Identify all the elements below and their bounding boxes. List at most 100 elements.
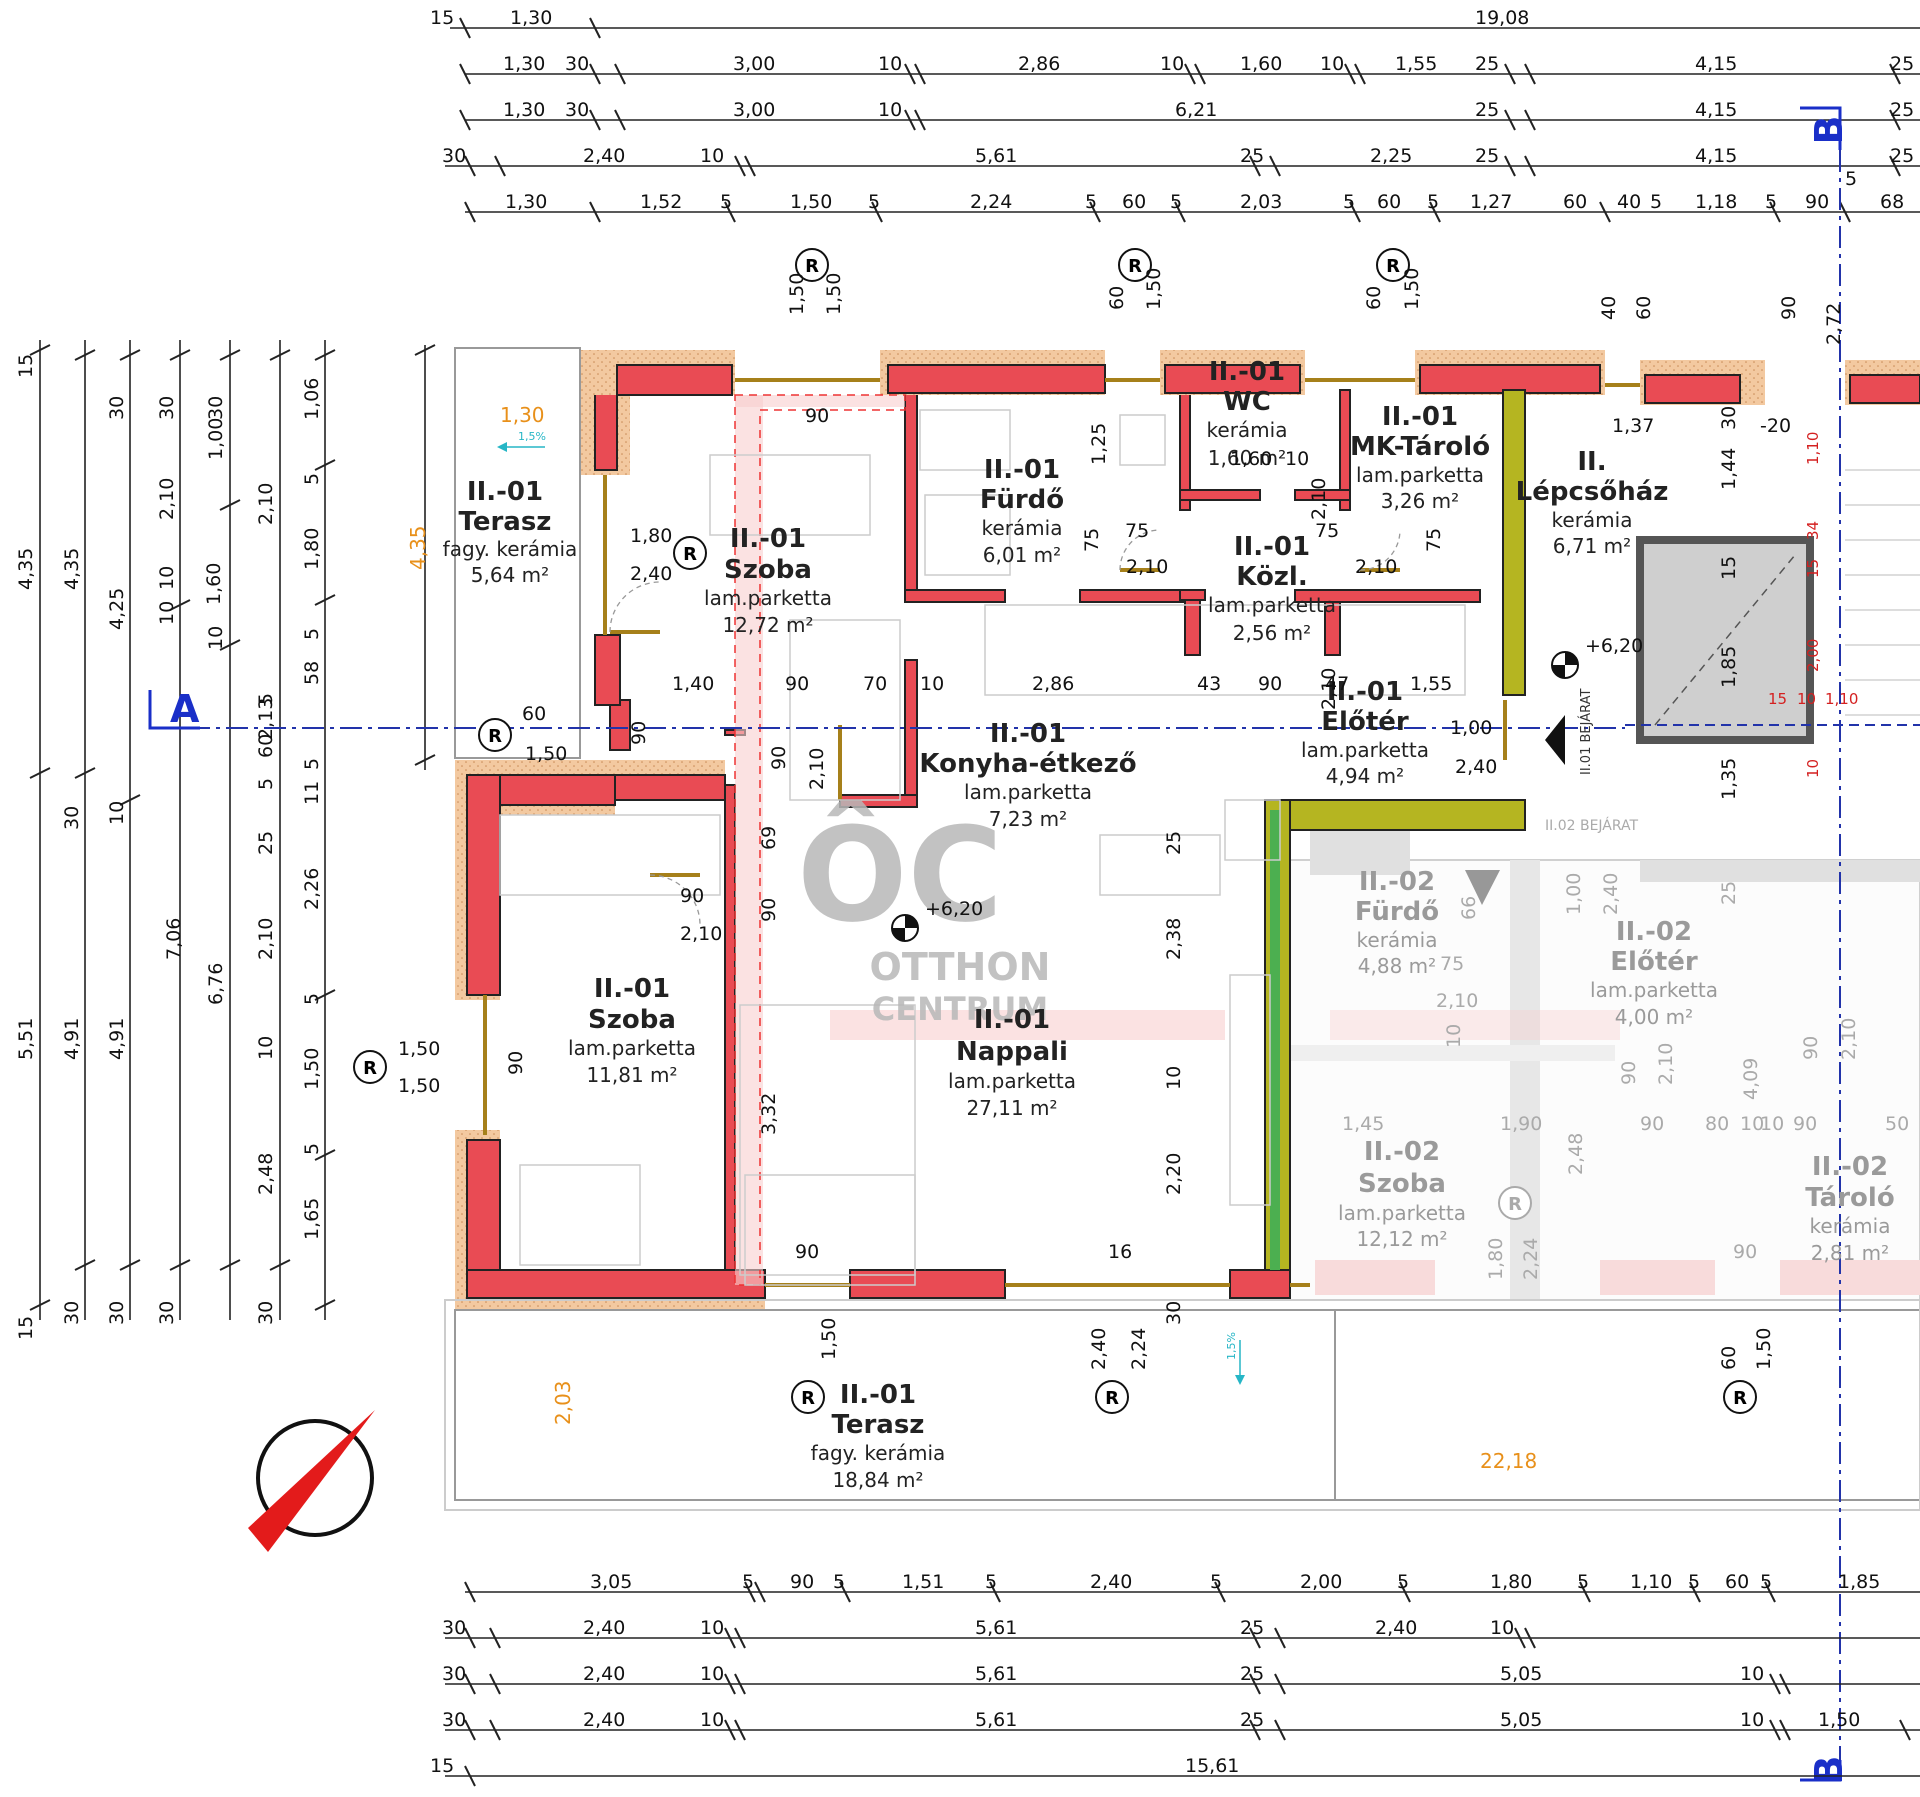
svg-text:fagy. kerámia: fagy. kerámia [811, 1441, 946, 1465]
svg-text:II.-01: II.-01 [974, 1005, 1050, 1035]
svg-text:12,12 m²: 12,12 m² [1356, 1227, 1447, 1251]
axis-markers: A B B [148, 106, 1851, 1784]
svg-text:2,25: 2,25 [1370, 145, 1412, 167]
svg-text:5: 5 [1845, 168, 1857, 190]
svg-text:90: 90 [505, 1051, 527, 1075]
svg-text:2,10: 2,10 [255, 918, 277, 960]
svg-text:5: 5 [868, 191, 880, 213]
stair-hall [1625, 469, 1920, 744]
svg-text:1,50: 1,50 [398, 1038, 440, 1060]
axis-a-label: A [170, 687, 200, 731]
svg-text:2,10: 2,10 [1436, 990, 1478, 1012]
svg-text:lam.parketta: lam.parketta [1356, 463, 1484, 487]
svg-text:90: 90 [1778, 296, 1800, 320]
svg-text:25: 25 [1240, 1617, 1264, 1639]
svg-text:30: 30 [1718, 406, 1740, 430]
svg-text:75: 75 [1423, 528, 1445, 552]
svg-text:1,50: 1,50 [823, 273, 845, 315]
svg-text:2,40: 2,40 [583, 1709, 625, 1731]
svg-text:10: 10 [1285, 448, 1309, 470]
axis-b-label-top: B [1807, 116, 1851, 145]
svg-text:90: 90 [680, 885, 704, 907]
svg-text:5: 5 [1427, 191, 1439, 213]
svg-text:5: 5 [1577, 1571, 1589, 1593]
svg-text:30: 30 [106, 396, 128, 420]
svg-text:90: 90 [1805, 191, 1829, 213]
svg-text:kerámia: kerámia [1552, 508, 1633, 532]
svg-text:5: 5 [1397, 1571, 1409, 1593]
interior-walls [609, 389, 1481, 808]
inner-dimension-texts: 1,30 4,35 90 1,80 2,40 1,40 90 70 10 2,8… [398, 268, 1909, 1473]
svg-text:3,32: 3,32 [758, 1093, 780, 1135]
svg-text:60: 60 [255, 734, 277, 758]
svg-text:5: 5 [1210, 1571, 1222, 1593]
svg-text:Előtér: Előtér [1610, 947, 1698, 977]
svg-text:+6,20: +6,20 [1585, 635, 1643, 657]
svg-text:10: 10 [1760, 1113, 1784, 1135]
svg-text:1,5%: 1,5% [518, 430, 546, 443]
svg-text:5,61: 5,61 [975, 1709, 1017, 1731]
svg-text:6,21: 6,21 [1175, 99, 1217, 121]
svg-text:1,00: 1,00 [205, 418, 227, 460]
svg-text:Konyha-étkező: Konyha-étkező [919, 749, 1136, 779]
svg-text:1,06: 1,06 [301, 378, 323, 420]
svg-text:II.-01: II.-01 [1382, 402, 1458, 432]
svg-text:5: 5 [1688, 1571, 1700, 1593]
svg-text:Előtér: Előtér [1321, 707, 1409, 737]
svg-text:10: 10 [878, 53, 902, 75]
svg-text:MK-Tároló: MK-Tároló [1350, 432, 1490, 462]
svg-text:1,80: 1,80 [1490, 1571, 1532, 1593]
svg-text:10: 10 [700, 145, 724, 167]
svg-text:25: 25 [1240, 1663, 1264, 1685]
svg-text:90: 90 [1640, 1113, 1664, 1135]
svg-text:1,85: 1,85 [1718, 646, 1740, 688]
exterior-walls [455, 350, 1920, 1310]
svg-text:2,10: 2,10 [680, 923, 722, 945]
svg-text:5,05: 5,05 [1500, 1709, 1542, 1731]
bottom-dimension-ticks [464, 1581, 1911, 1787]
radiator-markers: R R R R R R R R R R [353, 248, 1757, 1414]
svg-text:lam.parketta: lam.parketta [1301, 738, 1429, 762]
svg-text:fagy. kerámia: fagy. kerámia [443, 537, 578, 561]
svg-text:1,50: 1,50 [1401, 268, 1423, 310]
svg-text:10: 10 [1160, 53, 1184, 75]
svg-text:25: 25 [1890, 145, 1914, 167]
svg-text:1,60: 1,60 [1240, 53, 1282, 75]
svg-text:1,65: 1,65 [301, 1198, 323, 1240]
svg-text:-20: -20 [1760, 415, 1791, 437]
svg-text:2,86: 2,86 [1032, 673, 1074, 695]
svg-text:II.-02: II.-02 [1616, 917, 1692, 947]
svg-text:4,00 m²: 4,00 m² [1615, 1005, 1693, 1029]
svg-text:5: 5 [1650, 191, 1662, 213]
svg-text:5: 5 [301, 1143, 323, 1155]
svg-text:60: 60 [522, 703, 546, 725]
svg-text:70: 70 [863, 673, 887, 695]
apartment-02-area [1284, 830, 1920, 1301]
svg-text:90: 90 [1733, 1241, 1757, 1263]
svg-text:15: 15 [1768, 690, 1787, 708]
svg-text:5: 5 [720, 191, 732, 213]
svg-text:2,72: 2,72 [1823, 303, 1845, 345]
svg-text:25: 25 [1163, 831, 1185, 855]
svg-text:lam.parketta: lam.parketta [1338, 1201, 1466, 1225]
svg-text:4,15: 4,15 [1695, 53, 1737, 75]
top-dimension-texts: 15 1,30 19,08 1,30 30 3,00 10 2,86 10 1,… [430, 7, 1914, 213]
svg-text:2,40: 2,40 [630, 563, 672, 585]
svg-text:90: 90 [1618, 1061, 1640, 1085]
svg-text:2,40: 2,40 [583, 1663, 625, 1685]
north-arrow [248, 1410, 375, 1552]
svg-text:15,61: 15,61 [1185, 1755, 1239, 1777]
svg-text:25: 25 [1718, 881, 1740, 905]
svg-text:II.-01: II.-01 [990, 719, 1066, 749]
svg-text:3,00: 3,00 [733, 99, 775, 121]
svg-text:2,10: 2,10 [1838, 1018, 1860, 1060]
svg-text:2,10: 2,10 [255, 483, 277, 525]
svg-text:90: 90 [628, 721, 650, 745]
svg-text:4,91: 4,91 [61, 1018, 83, 1060]
svg-text:1,50: 1,50 [398, 1075, 440, 1097]
svg-text:90: 90 [758, 898, 780, 922]
svg-text:30: 30 [442, 1617, 466, 1639]
svg-text:75: 75 [1125, 520, 1149, 542]
svg-text:10: 10 [1740, 1709, 1764, 1731]
